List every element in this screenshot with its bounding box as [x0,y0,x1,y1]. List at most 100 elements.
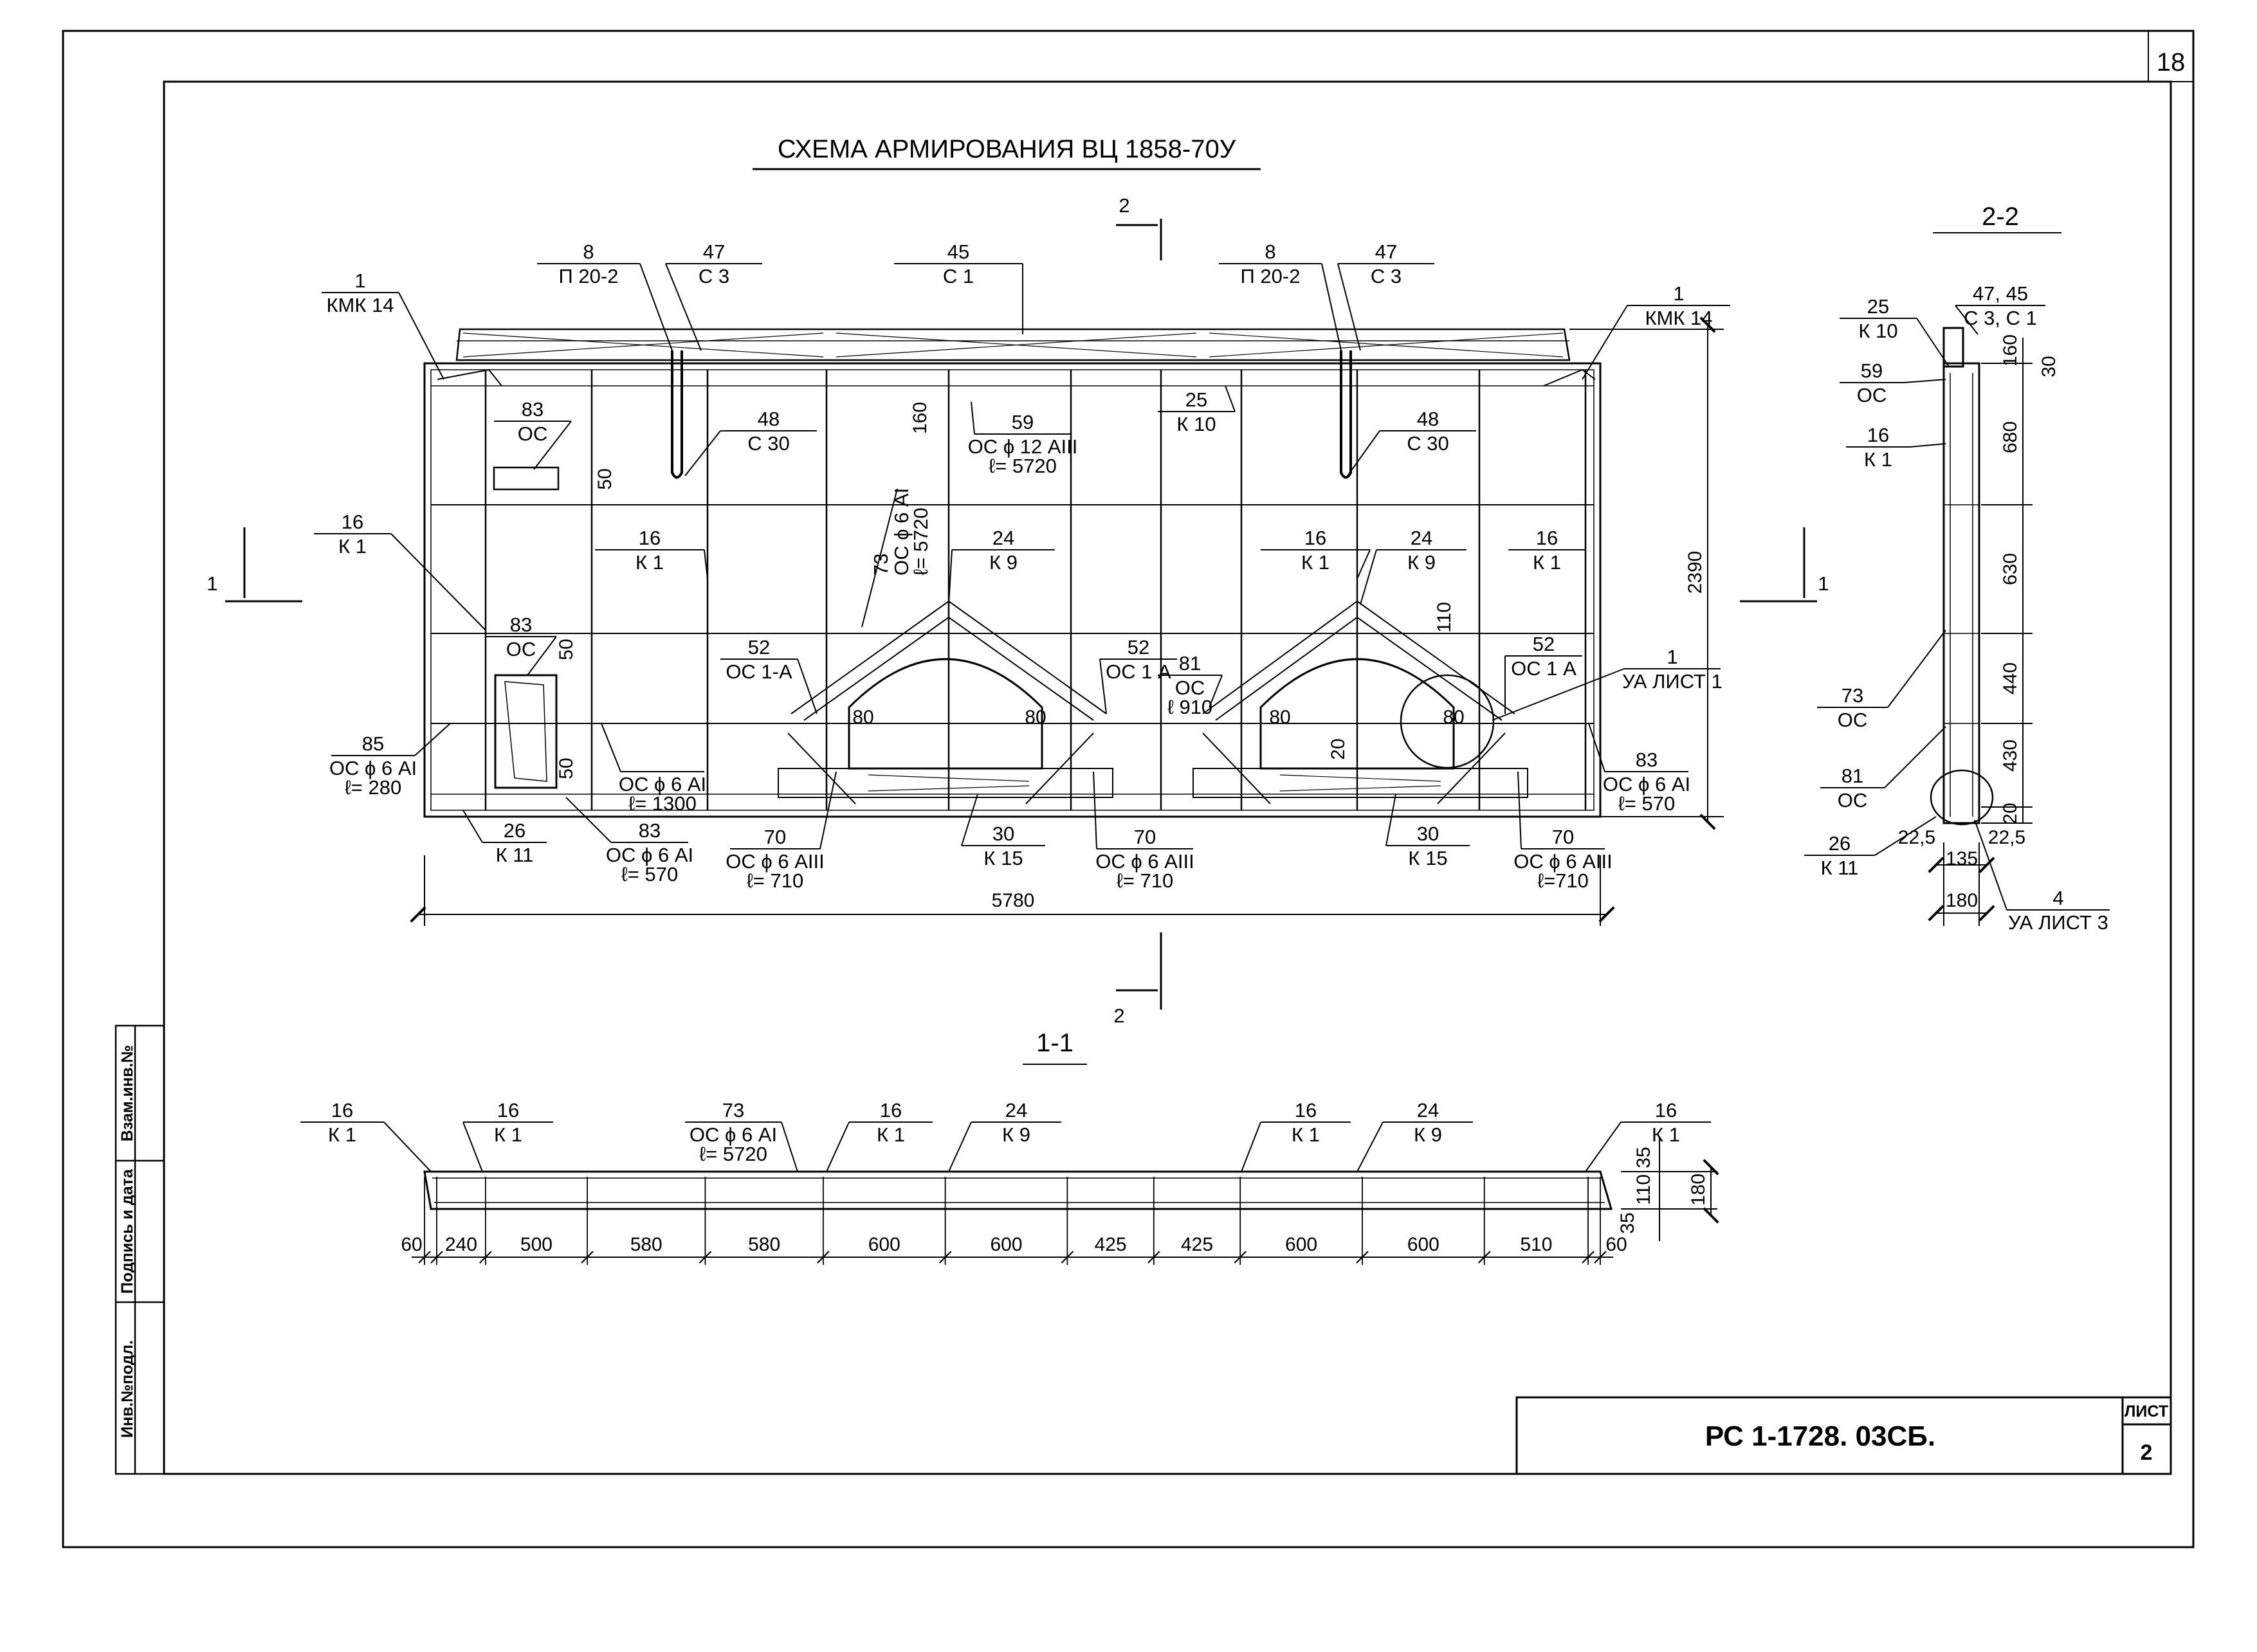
section-11-drawing [423,1170,1613,1210]
callout-mark: К 15 [1408,847,1447,869]
callout-mark: К 10 [1176,413,1216,435]
chain-dim-value: 500 [520,1234,553,1255]
callout-number: 1 [354,269,365,292]
callout-mark: К 1 [635,551,664,574]
callout-mark: К 9 [1002,1123,1030,1146]
callout-leader [414,723,451,756]
callout-length: ℓ= 570 [621,863,678,885]
callout-c48b: 48С 30 [1347,408,1476,477]
side-cell-replace: Взам.инв.№ [118,1045,136,1141]
callout-mark: КМК 14 [1645,307,1712,329]
side-strip [114,1024,165,1475]
cut-mark-left: 1 [206,572,217,595]
s22-dim-440: 440 [2000,662,2021,694]
cut-mark-right: 1 [1818,572,1829,595]
callout-number: 16 [497,1099,519,1121]
callout-length: ℓ= 570 [1618,792,1675,815]
callout-c25: 25К 10 [1158,385,1236,435]
section-22-title: 2-2 [1982,203,2019,231]
callout-leader [961,794,978,846]
callout-length: ℓ 910 [1167,696,1212,718]
callout-mark: ОС ϕ 6 АI [619,773,706,795]
callout-mark: ОС 1 А [1511,657,1576,680]
callout-leader [639,263,673,351]
dim-50-low: 50 [556,758,577,779]
callout-mark: С 3, С 1 [1964,307,2037,329]
callout-length: ℓ=710 [1537,869,1589,892]
callout-length: ℓ= 5720 [699,1143,767,1165]
cut-mark-bottom: 2 [1113,1004,1124,1027]
section-22-drawing [1930,327,1994,826]
callout-mark: С 3 [1371,265,1402,287]
sheet-label: ЛИСТ [2125,1402,2168,1421]
chain-dim-tick [1234,1251,1247,1264]
callout-mark: ОС [1838,709,1868,731]
callout-leader [1321,263,1342,351]
callout-number: 83 [522,398,544,421]
chain-dim-value: 580 [748,1234,780,1255]
callout-mark: С 30 [1407,432,1448,455]
callout-mark: С 1 [943,265,974,287]
callout-number: 45 [947,241,969,263]
callout-mark: КМК 14 [326,294,394,316]
chain-dim-value: 600 [868,1234,900,1255]
callout-number: 70 [1134,826,1156,848]
callout-length: ℓ= 1300 [628,792,697,815]
section-cut-marks [225,219,1817,1010]
callout-mark: К 1 [338,535,367,558]
callout-number: 26 [504,819,525,842]
callout-number: 8 [1265,241,1275,263]
callout-leader [1588,723,1605,772]
s11-dim-35-top: 35 [1633,1147,1654,1168]
callout-number: 16 [1867,424,1889,446]
s22-dim-30: 30 [2038,356,2060,377]
callout-leader [1974,819,2007,911]
sheet-number: 18 [2157,48,2186,77]
callout-c47b: 47С 3 [1337,241,1434,351]
callout-number: 24 [1417,1099,1439,1121]
callout-number: 1 [1673,282,1684,305]
callout-leader [1884,726,1946,788]
callout-leader [1099,658,1107,714]
callout-number: 47, 45 [1973,282,2028,305]
callout-mark: С 3 [699,265,729,287]
callout-mark: УА ЛИСТ 1 [1622,670,1722,693]
callout-mark: П 20-2 [1241,265,1301,287]
callout-leader [826,1121,850,1172]
callout-a16e: 16К 1 [1585,1099,1711,1172]
callout-leader [1582,305,1628,380]
callout-leader [1916,318,1950,367]
callout-mark: ОС ϕ 6 АIII [1095,850,1194,873]
callout-leader [1241,1121,1261,1172]
callout-number: 83 [1636,749,1658,771]
callout-c1c: 1УА ЛИСТ 1 [1492,646,1722,721]
callout-s4745: 47, 45С 3, С 1 [1955,282,2045,335]
callout-mark: ОС [1175,676,1205,699]
section-11-title: 1-1 [1036,1029,1074,1057]
dim-2390: 2390 [1685,551,1706,594]
callout-a16c: 16К 1 [826,1099,933,1172]
chain-dim-tick [581,1251,594,1264]
chain-dim-tick [418,1251,431,1264]
s22-dim-22-5-left: 22,5 [1898,827,1935,848]
callout-number: 70 [1552,826,1574,848]
callout-mark: ОС ϕ 6 АI [1603,773,1690,795]
callout-number: 47 [1375,241,1397,263]
side-cell-signature: Подпись и дата [118,1168,136,1294]
callout-c83c: ОС ϕ 6 АIℓ= 1300 [601,723,706,815]
callout-leader [533,421,572,470]
chain-dim-tick [817,1251,830,1264]
callout-number: 16 [1295,1099,1317,1121]
s11-dim-180: 180 [1688,1174,1709,1206]
dim-80-b: 80 [1025,707,1046,728]
